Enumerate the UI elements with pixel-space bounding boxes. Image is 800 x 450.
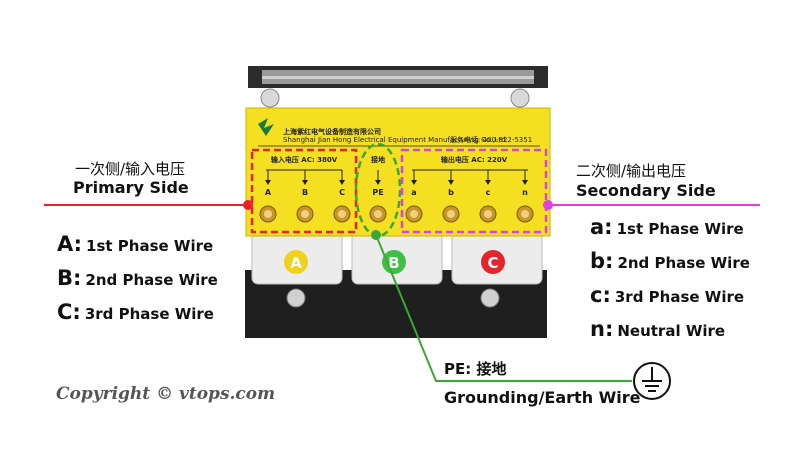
coil-b-badge bbox=[382, 250, 406, 274]
panel-company-en: Shanghai Jian Hong Electrical Equipment … bbox=[283, 136, 508, 144]
coil-b-letter: B bbox=[388, 254, 399, 272]
arrow-head-icon bbox=[485, 180, 491, 185]
panel-input-label: 输入电压 AC: 380V bbox=[271, 155, 338, 164]
coil-c-letter: C bbox=[487, 254, 498, 272]
bolt-icon bbox=[286, 288, 306, 308]
terminal-label: C bbox=[339, 188, 345, 197]
secondary-legend-item: n:Neutral Wire bbox=[590, 317, 726, 341]
primary-dot bbox=[243, 200, 253, 210]
terminal-bolt-center bbox=[447, 210, 455, 218]
terminal-label: c bbox=[486, 188, 491, 197]
ground-group-box bbox=[354, 142, 402, 238]
arrow-head-icon bbox=[339, 180, 345, 185]
primary-label-cn: 一次侧/输入电压 bbox=[75, 160, 186, 178]
primary-legend-item: A:1st Phase Wire bbox=[57, 232, 214, 256]
bolt-icon bbox=[510, 88, 530, 108]
arrow-head-icon bbox=[448, 180, 454, 185]
arrow-head-icon bbox=[375, 180, 381, 185]
terminal-bolt-center bbox=[484, 210, 492, 218]
coil-a-badge bbox=[284, 250, 308, 274]
secondary-label-en: Secondary Side bbox=[576, 181, 716, 200]
ground-dot bbox=[371, 230, 381, 240]
terminal-bolt-center bbox=[410, 210, 418, 218]
terminal-label: B bbox=[302, 188, 308, 197]
panel-output-label: 输出电压 AC: 220V bbox=[441, 155, 508, 164]
coil-c-badge bbox=[481, 250, 505, 274]
secondary-legend-item: a:1st Phase Wire bbox=[590, 215, 744, 239]
panel-service: 服务电话: 400-822-5351 bbox=[450, 135, 532, 144]
secondary-label-cn: 二次侧/输出电压 bbox=[576, 162, 687, 180]
terminal-label: A bbox=[265, 188, 272, 197]
coil-a-letter: A bbox=[290, 254, 302, 272]
primary-group-box bbox=[250, 148, 358, 234]
terminal-label: b bbox=[448, 188, 454, 197]
bolt-icon bbox=[260, 88, 280, 108]
arrow-head-icon bbox=[302, 180, 308, 185]
terminal-label: a bbox=[411, 188, 416, 197]
secondary-legend-item: c:3rd Phase Wire bbox=[590, 283, 745, 307]
primary-label-en: Primary Side bbox=[73, 178, 189, 197]
arrow-head-icon bbox=[411, 180, 417, 185]
ground-icon bbox=[633, 362, 671, 400]
terminal-label: n bbox=[522, 188, 528, 197]
ground-label-en: Grounding/Earth Wire bbox=[444, 388, 641, 407]
terminal-label: PE bbox=[372, 188, 383, 197]
terminal-bolt-center bbox=[338, 210, 346, 218]
terminal-bolt-center bbox=[301, 210, 309, 218]
bolt-icon bbox=[480, 288, 500, 308]
ground-label-cn: PE: 接地 bbox=[444, 360, 507, 378]
terminal-bolt-center bbox=[264, 210, 272, 218]
copyright-text: Copyright © vtops.com bbox=[56, 384, 276, 404]
ground-line bbox=[375, 234, 632, 382]
secondary-legend-item: b:2nd Phase Wire bbox=[590, 249, 750, 273]
secondary-dot bbox=[543, 200, 553, 210]
panel-ground-label: 接地 bbox=[371, 155, 385, 164]
secondary-group-box bbox=[400, 148, 548, 234]
terminal-bolt-center bbox=[521, 210, 529, 218]
company-logo-icon bbox=[258, 118, 274, 136]
terminal-bolt-center bbox=[374, 210, 382, 218]
arrow-head-icon bbox=[522, 180, 528, 185]
primary-legend-item: C:3rd Phase Wire bbox=[57, 300, 214, 324]
panel-company: 上海紫红电气设备制造有限公司 bbox=[283, 127, 381, 136]
primary-legend-item: B:2nd Phase Wire bbox=[57, 266, 218, 290]
arrow-head-icon bbox=[265, 180, 271, 185]
terminal-row: A B C PE a b c n bbox=[259, 170, 534, 223]
